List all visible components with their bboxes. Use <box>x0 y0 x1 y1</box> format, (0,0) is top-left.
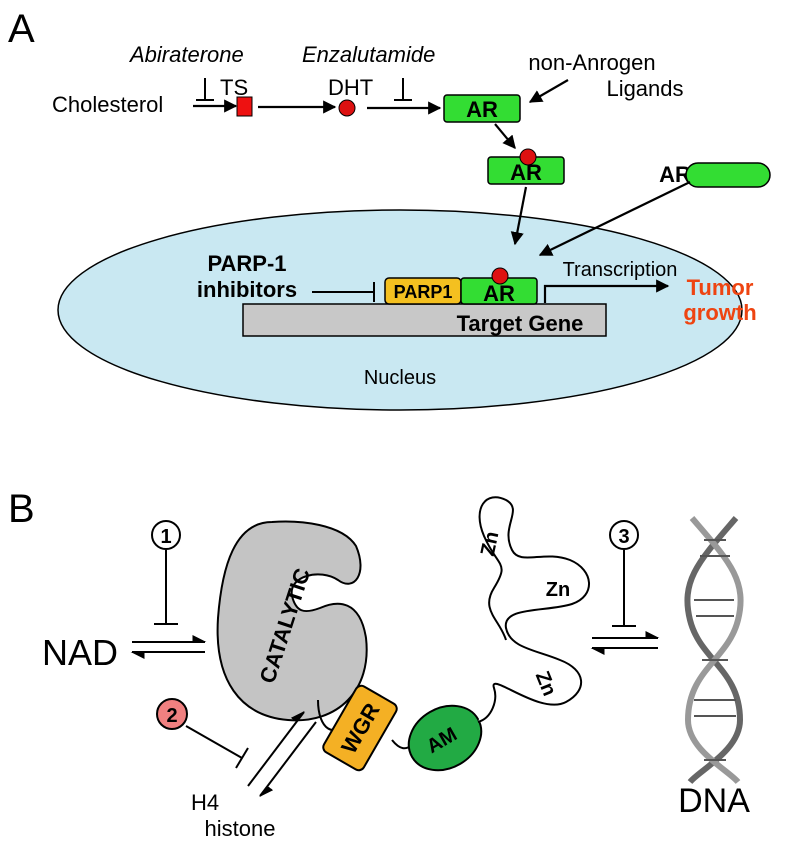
arrow-dlbd-to-nucleus <box>538 181 691 256</box>
growth-label: growth <box>683 300 756 325</box>
non-androgen-label-2: Ligands <box>606 76 683 101</box>
inhibition-1 <box>154 550 178 625</box>
panel-a-letter: A <box>8 7 35 51</box>
dna-label: DNA <box>678 782 750 820</box>
histone-label: histone <box>205 816 276 841</box>
enzalutamide-label: Enzalutamide <box>302 42 435 67</box>
zinc-finger-domains <box>477 496 590 723</box>
enzalutamide-inhibition <box>394 78 412 101</box>
inhibition-2 <box>185 725 249 769</box>
ar-bound-label: AR <box>510 160 542 185</box>
ar-bound-nucleus: AR <box>460 267 538 306</box>
dht-label: DHT <box>328 75 373 100</box>
target-gene-label: Target Gene <box>457 311 584 336</box>
ar-nucleus-label: AR <box>483 281 515 306</box>
nad-equilibrium-arrows <box>130 635 207 659</box>
dna-equilibrium-arrows <box>590 631 660 655</box>
ts-label: TS <box>220 75 248 100</box>
marker-1: 1 <box>151 520 181 550</box>
ts-box <box>236 96 253 117</box>
ar-receptor-top: AR <box>443 94 521 123</box>
abiraterone-inhibition <box>196 78 214 101</box>
parp-inhibition-line <box>312 282 375 302</box>
non-androgen-label-1: non-Anrogen <box>528 50 655 75</box>
ar-dlbd-pill <box>685 162 771 188</box>
svg-text:3: 3 <box>618 526 629 548</box>
transcription-arrow <box>543 279 670 303</box>
zn-label-1: Zn <box>477 530 504 558</box>
ar-bound-middle: AR <box>487 148 565 185</box>
arrow-bound-to-nucleus <box>510 186 528 246</box>
nucleus-label: Nucleus <box>364 367 436 389</box>
parp1-label: PARP1 <box>394 282 453 302</box>
transcription-label: Transcription <box>563 259 678 281</box>
svg-text:2: 2 <box>166 705 177 727</box>
histone-equilibrium-arrows <box>247 710 317 798</box>
tumor-label: Tumor <box>687 275 754 300</box>
dht-ligand-dot <box>338 99 356 117</box>
target-gene-bar <box>242 303 607 337</box>
nad-label: NAD <box>42 632 118 673</box>
catalytic-domain: CATALYTIC <box>216 520 368 722</box>
am-domain: AM <box>407 704 483 772</box>
panel-b-letter: B <box>8 487 35 531</box>
marker-3: 3 <box>609 520 639 550</box>
abiraterone-label: Abiraterone <box>128 42 244 67</box>
arrow-nonandrogen-ar <box>528 79 569 103</box>
inhibition-3 <box>612 550 636 627</box>
zn-label-2: Zn <box>546 579 570 601</box>
h4-label: H4 <box>191 790 219 815</box>
arrow-ar-to-bound <box>494 123 516 150</box>
parp-inhibitors-label-1: PARP-1 <box>207 251 286 276</box>
parp-inhibitors-label-2: inhibitors <box>197 277 297 302</box>
ar-label: AR <box>466 97 498 122</box>
marker-2: 2 <box>156 698 188 730</box>
parp1-box: PARP1 <box>384 277 462 305</box>
svg-text:1: 1 <box>160 526 171 548</box>
cholesterol-label: Cholesterol <box>52 92 163 117</box>
dna-helix <box>684 516 744 785</box>
